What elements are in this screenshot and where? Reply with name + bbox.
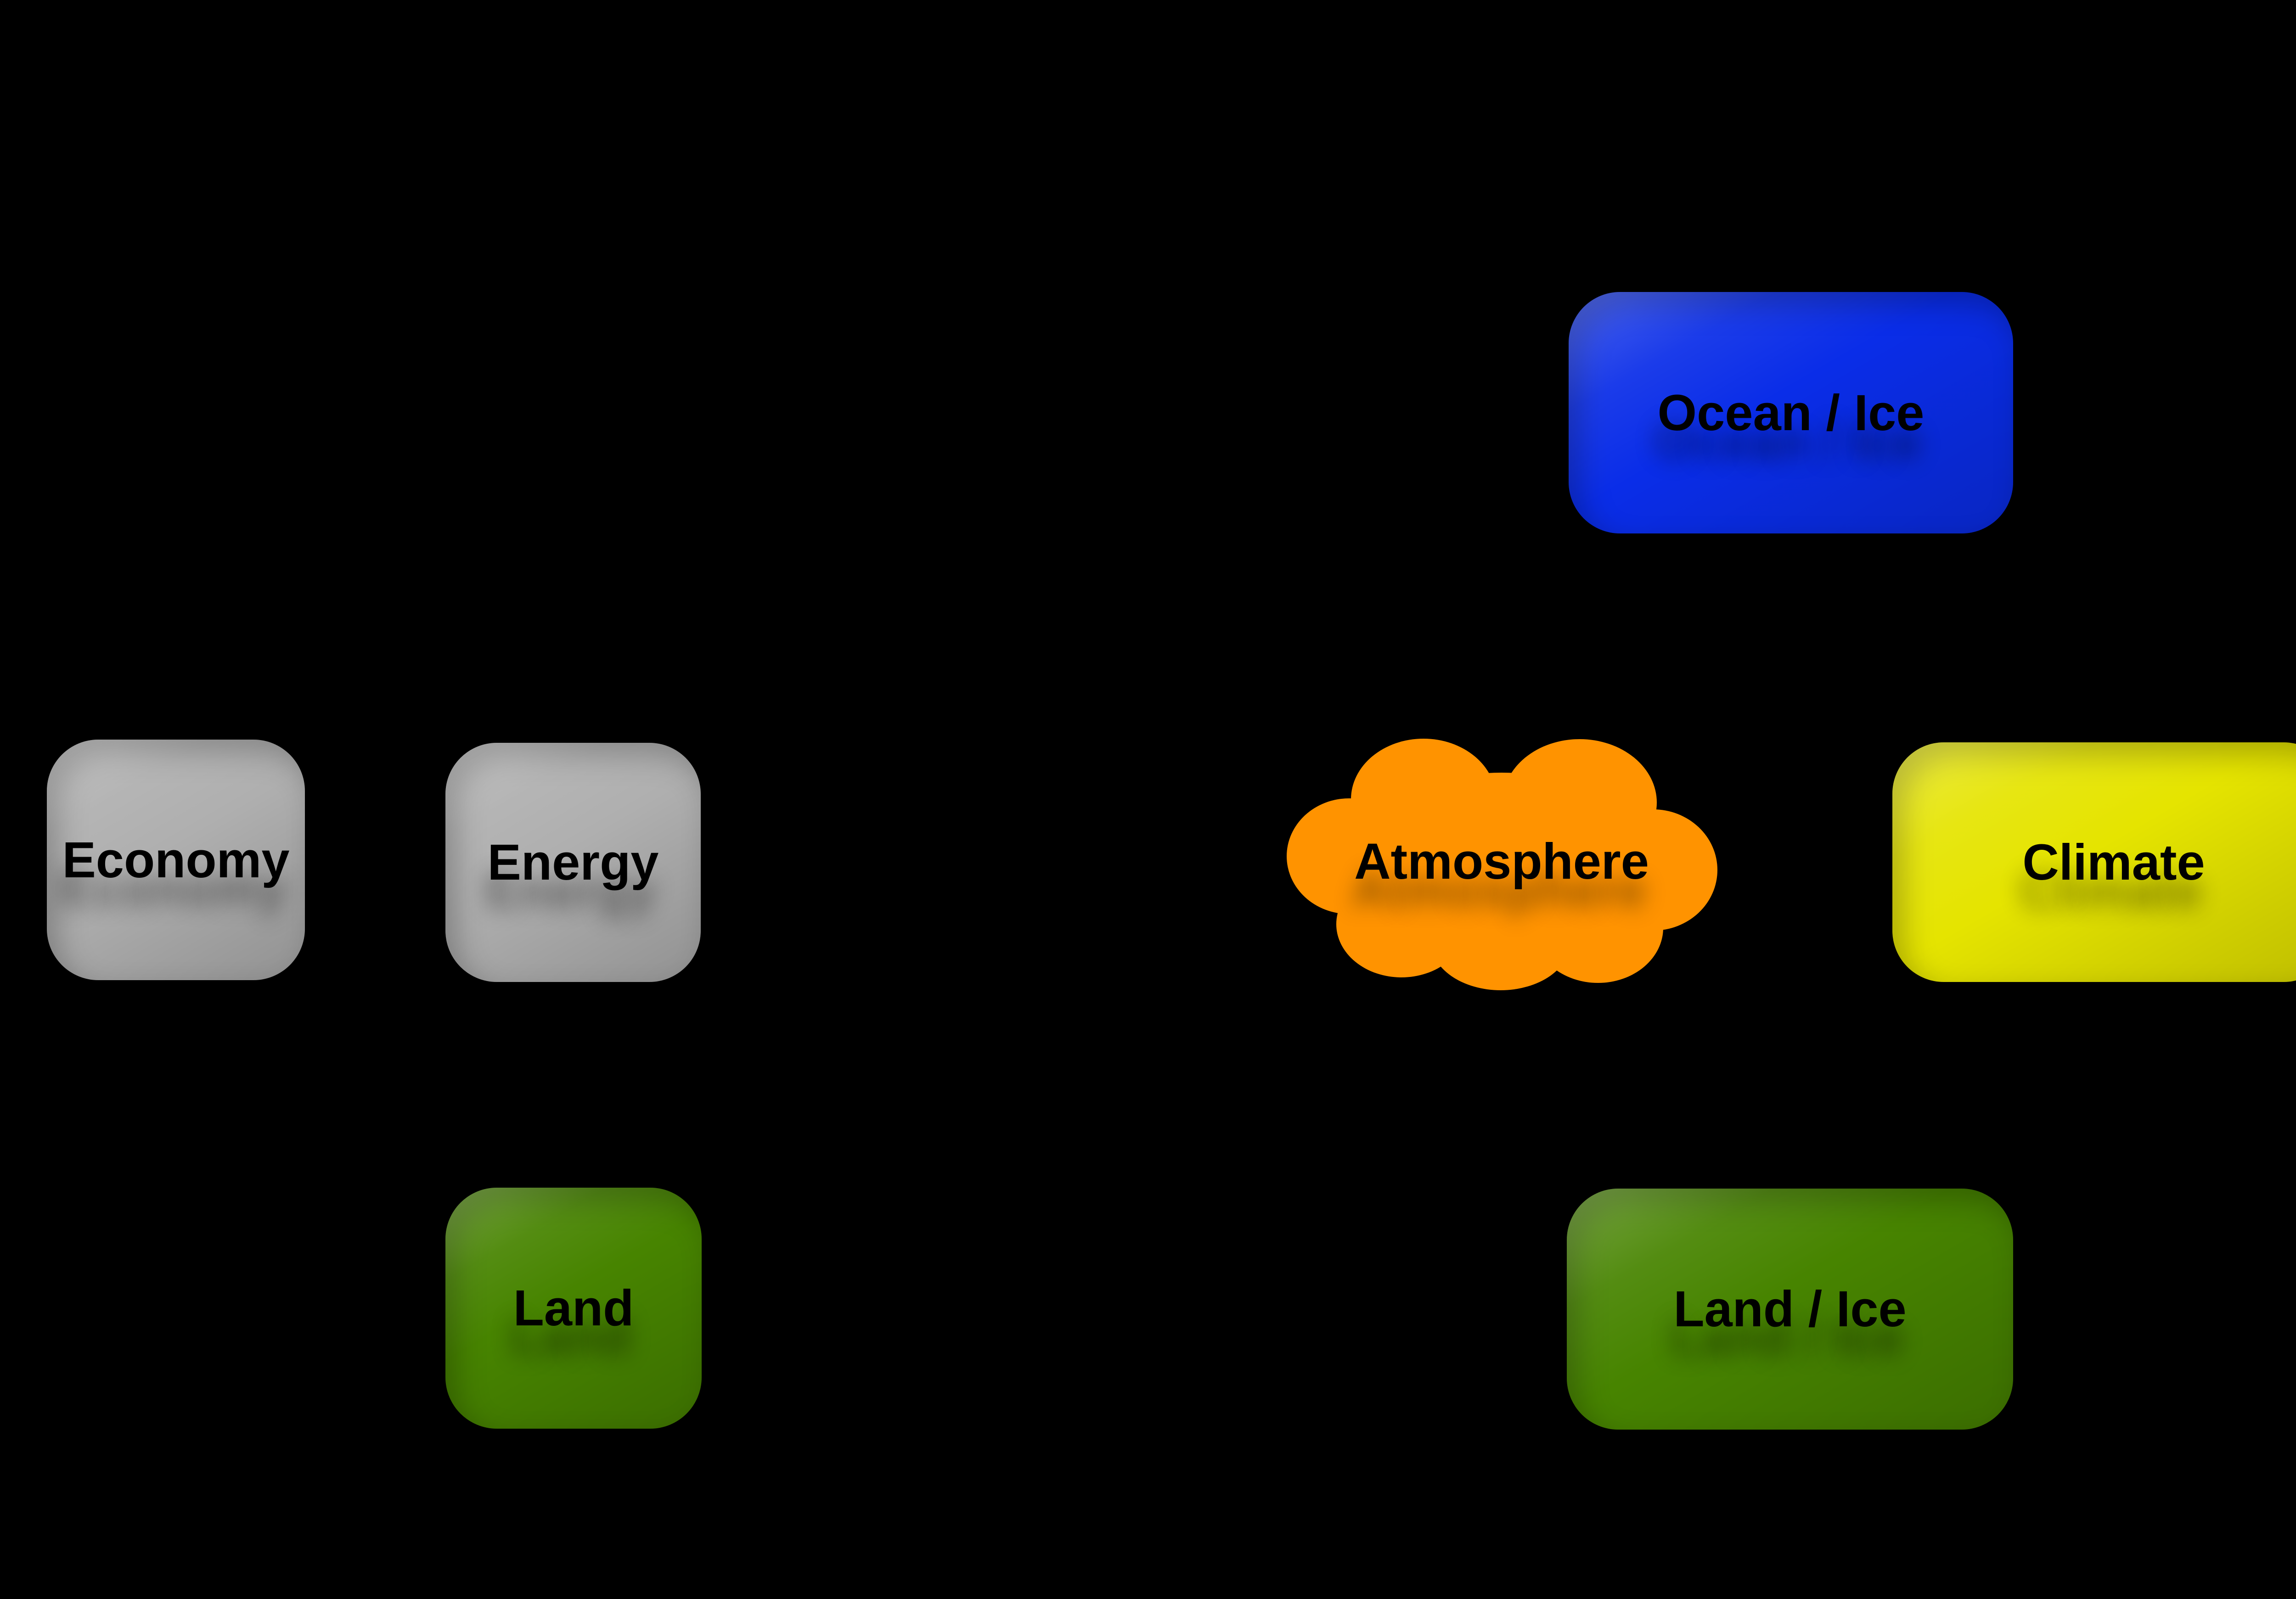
cloud-icon bbox=[1287, 739, 1717, 990]
node-economy-label: Economy bbox=[62, 831, 290, 888]
node-economy: Economy bbox=[47, 740, 305, 980]
node-climate: Climate bbox=[1892, 742, 2296, 982]
node-land-ice-label: Land / Ice bbox=[1673, 1281, 1907, 1337]
node-ocean-ice-label: Ocean / Ice bbox=[1657, 384, 1925, 441]
node-land-ice: Land / Ice bbox=[1567, 1189, 2013, 1430]
node-climate-label: Climate bbox=[2022, 834, 2205, 891]
node-ocean-ice: Ocean / Ice bbox=[1569, 292, 2013, 533]
node-land-label: Land bbox=[513, 1280, 634, 1336]
node-atmosphere: Atmosphere bbox=[1286, 731, 1717, 992]
node-land: Land bbox=[445, 1188, 702, 1429]
cloud-shape bbox=[1287, 739, 1717, 990]
node-energy-label: Energy bbox=[487, 834, 659, 891]
node-atmosphere-label: Atmosphere bbox=[1354, 833, 1649, 890]
node-energy: Energy bbox=[445, 743, 701, 982]
